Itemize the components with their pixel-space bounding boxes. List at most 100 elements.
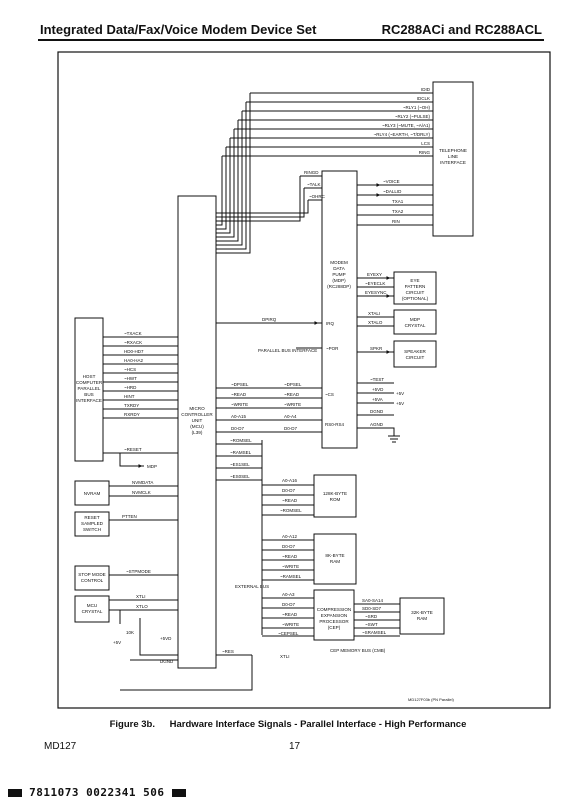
mdp-label-1: MODEM [330, 260, 348, 265]
sig-xtalo: XTALO [368, 320, 383, 325]
sig-ohrc: ~OHRC [309, 194, 326, 199]
sig-rom-d07: D0-D7 [282, 488, 296, 493]
eye-label-4: (OPTIONAL) [402, 296, 429, 301]
ram32-block [399, 597, 445, 635]
sig-ramsel: ~RAMSEL [230, 450, 252, 455]
barcode-line: 7811073 0022341 506 [8, 786, 186, 799]
stop-mode-label-1: STOP MODE [78, 572, 105, 577]
sig-rly1: ~RLY1 (~OH) [403, 105, 431, 110]
sig-sd07: SD0-SD7 [362, 606, 382, 611]
sig-dgnd: DGND [370, 409, 384, 414]
sig-plus5vd: +5VD [160, 636, 172, 641]
sig-ram-write: ~WRITE [282, 564, 299, 569]
sig-xtli: XTLI [136, 594, 146, 599]
sig-idclk: IDCLK [417, 96, 430, 101]
sig-txack: ~TXACK [124, 331, 142, 336]
sig-hd: HD0-HD7 [124, 349, 144, 354]
sig-dpsel-r: ~DPSEL [284, 382, 302, 387]
cep-label-3: PROCESSOR [319, 619, 349, 624]
sig-dgnd-mcu: DGND [160, 659, 174, 664]
sig-stpmode: ~STPMODE [126, 569, 151, 574]
sig-d07-l: D0-D7 [231, 426, 245, 431]
sig-ring: RING [419, 150, 431, 155]
sig-nvmdata: NVMDATA [132, 480, 153, 485]
sig-ringd: RINGD [304, 170, 319, 175]
sig-5v-a: +5V [396, 391, 404, 396]
sig-read-r: ~READ [284, 392, 300, 397]
sig-write-r: ~WRITE [284, 402, 301, 407]
tli-label-3: INTERFACE [440, 160, 466, 165]
ram32-label-1: 32K-BYTE [411, 610, 433, 615]
sig-irq: IRQ [326, 321, 335, 326]
ram32-label-2: RAM [417, 616, 427, 621]
rom-label-1: 128K-BYTE [323, 491, 347, 496]
host-label-1: HOST [83, 374, 96, 379]
sig-idid: IDID [421, 87, 431, 92]
sig-cep-read: ~READ [282, 612, 298, 617]
page-number: 17 [289, 741, 301, 752]
cep-label-1: COMPRESSION [317, 607, 351, 612]
host-label-4: BUS [84, 392, 93, 397]
mdp-crystal-label-1: MDP [410, 317, 420, 322]
stop-mode-label-2: CONTROL [81, 578, 104, 583]
sig-cep-write: ~WRITE [282, 622, 299, 627]
drawing-id: MD127F03b (PN Parallel) [408, 697, 454, 702]
eye-label-2: PATTERN [405, 284, 426, 289]
part-number-title: RC288ACi and RC288ACL [381, 22, 542, 37]
tli-label-1: TELEPHONE [439, 148, 467, 153]
sig-ha: HA0-HA2 [124, 358, 144, 363]
sig-dallid: ~DALLID [383, 189, 402, 194]
sig-ram-a012: A0-A12 [282, 534, 298, 539]
mdp-crystal-block [393, 309, 437, 335]
figure-label: Figure 3b. [109, 719, 156, 730]
mdp-label-2: DATA [333, 266, 346, 271]
sig-romsel: ~ROMSEL [230, 438, 252, 443]
sig-d07-r: D0-D7 [284, 426, 298, 431]
modem-data-pump-block [321, 170, 358, 449]
host-label-3: PARALLEL [78, 386, 101, 391]
sig-res: ~RES [222, 649, 234, 654]
mdp-label-4: (MDP) [332, 278, 346, 283]
sig-xtali: XTALI [368, 311, 380, 316]
host-label-5: INTERFACE [76, 398, 102, 403]
sig-test: ~TEST [370, 377, 384, 382]
mcu-label-3: UNIT [192, 418, 203, 423]
barcode-bar-right [171, 789, 186, 797]
stop-mode-block [74, 565, 110, 591]
sig-mdp-short: MDP [147, 464, 157, 469]
sig-a04: A0-A4 [284, 414, 297, 419]
mcu-crystal-label-2: CRYSTAL [82, 609, 103, 614]
sig-rs: RS0-RS4 [325, 422, 345, 427]
sig-external-bus: EXTERNAL BUS [235, 584, 269, 589]
sig-dpsel-l: ~DPSEL [231, 382, 249, 387]
nvram-block [74, 480, 110, 506]
sig-hwt: ~HWT [124, 376, 137, 381]
sig-5v-b: +5V [396, 401, 404, 406]
sig-read-l: ~READ [231, 392, 247, 397]
sig-rom-a016: A0-A16 [282, 478, 298, 483]
sig-rly3: ~RLY3 (~MUTE, ~A/A1) [382, 123, 431, 128]
sig-voice: ~VOICE [383, 179, 400, 184]
sig-swt: ~SWT [365, 622, 378, 627]
sig-cep-cepsel: ~CEPSEL [278, 631, 299, 636]
speaker-circuit-block [393, 340, 437, 368]
sig-por: ~POR [326, 346, 339, 351]
sig-hcs: ~HCS [124, 367, 136, 372]
sig-nvmclk: NVMCLK [132, 490, 151, 495]
document-title: Integrated Data/Fax/Voice Modem Device S… [40, 22, 317, 37]
barcode-bar-left [8, 789, 22, 797]
sig-ram-read: ~READ [282, 554, 298, 559]
tli-label-2: LINE [448, 154, 458, 159]
reset-switch-block [74, 511, 110, 537]
cep-block [313, 589, 355, 641]
sig-srd: ~SRD [365, 614, 378, 619]
cep-label-2: EXPANSION [321, 613, 347, 618]
sig-cep-d07: D0-D7 [282, 602, 296, 607]
sig-agnd: AGND [370, 422, 384, 427]
sig-txrdy: TXRDY [124, 403, 139, 408]
mcu-crystal-block [74, 595, 110, 623]
mdp-crystal-label-2: CRYSTAL [405, 323, 426, 328]
sig-a015: A0-A15 [231, 414, 247, 419]
sig-sa014: SA0-SA14 [362, 598, 384, 603]
